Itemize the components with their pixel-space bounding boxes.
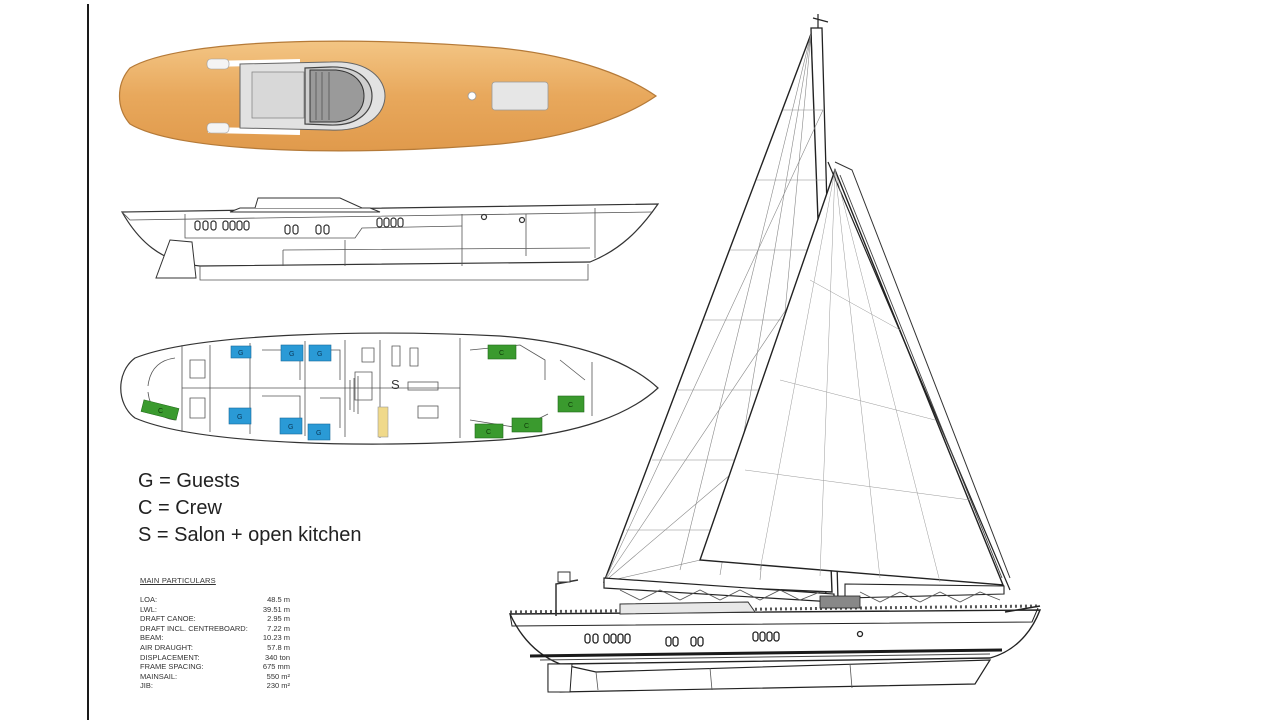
profile-deckhouse	[229, 207, 381, 213]
particulars-value: 2.95 m	[267, 614, 290, 624]
staysail-outer	[834, 161, 1011, 579]
particulars-value: 39.51 m	[262, 604, 290, 614]
side-profile	[120, 197, 660, 281]
interior-layout: S G G G G G G C C C C C	[120, 332, 659, 445]
waterline-stripe	[529, 648, 1003, 658]
svg-text:C: C	[568, 402, 573, 409]
particulars-row: DRAFT CANOE: 2.95 m	[140, 614, 290, 624]
deck-rail	[509, 604, 1039, 614]
profile-portholes	[194, 213, 526, 235]
crew-cabin: C	[140, 399, 180, 421]
profile-deckhouse-top	[254, 197, 363, 209]
particulars-value: 340 ton	[264, 652, 290, 662]
sail-plan	[508, 14, 1042, 693]
guest-cabin: G	[279, 417, 303, 435]
particulars-label: AIR DRAUGHT:	[140, 642, 193, 652]
particulars-label: FRAME SPACING:	[140, 662, 204, 672]
salon-label: S	[391, 377, 400, 392]
particulars-label: DISPLACEMENT:	[140, 652, 200, 662]
particulars-value: 48.5 m	[267, 595, 290, 604]
deck-hatch-front	[206, 58, 230, 70]
svg-text:G: G	[288, 424, 293, 431]
left-margin-rule	[87, 4, 89, 720]
bowsprit	[1004, 605, 1041, 613]
legend-guests: G = Guests	[138, 470, 240, 492]
guest-cabin: G	[228, 407, 252, 425]
particulars-label: LOA:	[140, 595, 158, 604]
forestay	[827, 161, 1011, 591]
deck-plan	[119, 40, 658, 152]
masthead	[812, 14, 829, 28]
deck-mast-step	[467, 91, 477, 101]
crew-cabin: C	[511, 417, 543, 433]
particulars-row: DRAFT INCL. CENTREBOARD: 7.22 m	[140, 624, 290, 634]
hull-portholes	[584, 630, 864, 647]
svg-text:G: G	[317, 351, 322, 358]
particulars-row: JIB: 230 m²	[140, 681, 290, 691]
particulars-value: 675 mm	[262, 662, 290, 672]
particulars-label: JIB:	[140, 681, 153, 691]
particulars-value: 230 m²	[266, 681, 290, 691]
bulwark	[509, 607, 1039, 627]
svg-text:C: C	[524, 423, 529, 430]
profile-keel	[155, 239, 197, 279]
particulars-row: LWL: 39.51 m	[140, 605, 290, 615]
guest-cabin: G	[280, 344, 304, 362]
crew-cabin-markers: C C C C C	[140, 344, 585, 439]
guest-cabin: G	[230, 345, 252, 359]
particulars-row: BEAM: 10.23 m	[140, 633, 290, 643]
particulars-label: DRAFT CANOE:	[140, 614, 196, 624]
jib-boom	[844, 583, 1005, 599]
winch-cluster	[819, 595, 861, 609]
deck-hatch-forward	[491, 81, 549, 111]
particulars-row: FRAME SPACING: 675 mm	[140, 662, 290, 672]
particulars-value: 550 m²	[266, 671, 290, 681]
deckhouse	[619, 601, 756, 615]
svg-text:C: C	[499, 350, 504, 357]
keel	[547, 659, 992, 693]
particulars-value: 57.8 m	[267, 642, 290, 652]
rudder	[547, 663, 573, 693]
svg-text:C: C	[158, 408, 163, 415]
svg-text:G: G	[289, 351, 294, 358]
legend-salon: S = Salon + open kitchen	[138, 524, 362, 546]
particulars-row: DISPLACEMENT: 340 ton	[140, 653, 290, 663]
radar-arch	[555, 579, 579, 616]
particulars-row: MAINSAIL: 550 m²	[140, 672, 290, 682]
boot-stripe	[539, 653, 991, 661]
particulars-value: 10.23 m	[262, 633, 290, 643]
svg-text:G: G	[237, 414, 242, 421]
deck-windscreen	[309, 69, 365, 123]
particulars-label: MAINSAIL:	[140, 671, 178, 681]
svg-text:C: C	[486, 429, 491, 436]
guest-cabin: G	[308, 344, 332, 362]
interior-hull-outline	[120, 332, 659, 445]
crew-cabin: C	[557, 395, 585, 413]
particulars-row: LOA: 48.5 m	[140, 595, 290, 605]
jib-panels	[744, 169, 971, 583]
crew-cabin: C	[487, 344, 517, 360]
svg-text:G: G	[316, 430, 321, 437]
particulars-value: 7.22 m	[267, 623, 290, 633]
deck-hatch-rear	[206, 122, 230, 134]
particulars-label: BEAM:	[140, 633, 164, 643]
inner-stay	[839, 174, 1003, 579]
particulars-row: AIR DRAUGHT: 57.8 m	[140, 643, 290, 653]
guest-cabin: G	[307, 423, 331, 441]
main-particulars-table: MAIN PARTICULARS LOA:48.5 m LWL:39.51 m …	[140, 576, 290, 691]
radar	[557, 571, 571, 583]
deck-hull-outline	[119, 40, 658, 152]
svg-text:G: G	[238, 350, 243, 357]
particulars-title: MAIN PARTICULARS	[140, 576, 216, 585]
deck-cockpit-well	[251, 71, 305, 119]
salon-table	[377, 406, 389, 438]
guest-cabin-markers: G G G G G G	[228, 344, 332, 441]
legend-crew: C = Crew	[138, 497, 222, 519]
cabin-legend: G = Guests C = Crew S = Salon + open kit…	[138, 468, 362, 549]
crew-cabin: C	[474, 423, 504, 439]
particulars-label: LWL:	[140, 604, 157, 614]
particulars-label: DRAFT INCL. CENTREBOARD:	[140, 623, 248, 633]
